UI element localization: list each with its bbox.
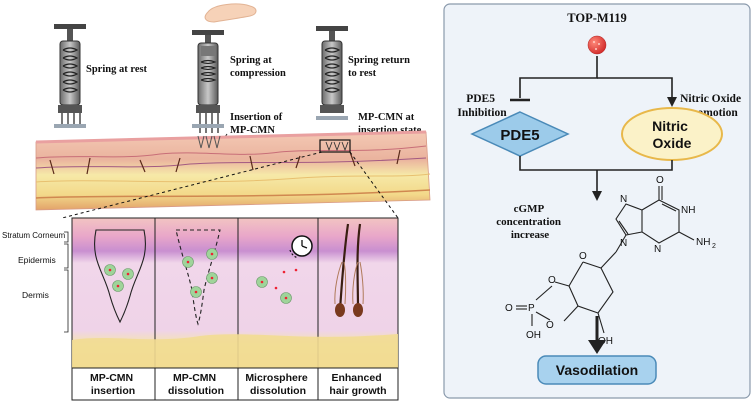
nitric-oxide-node [621, 107, 723, 161]
cgmp-structure-labels: O NH N NH 2 N N O O O P O OH OH [505, 175, 716, 347]
vasodilation-label: Vasodilation [556, 362, 638, 378]
stage-microsphere-dissolution [256, 235, 313, 304]
zoom-line-right [349, 151, 399, 219]
stage-mpcmn-insertion [94, 229, 146, 324]
svg-text:2: 2 [712, 243, 716, 250]
caption-mpcmn-insertion: MP-CMN insertion [90, 372, 136, 397]
svg-text:O: O [548, 275, 556, 286]
stage-captions: MP-CMN insertion MP-CMN dissolution Micr… [71, 367, 399, 401]
spring-coil [62, 47, 79, 93]
insertion-highlight-box [319, 139, 351, 153]
spring-coil-compressed [200, 59, 217, 83]
left-panel: Spring at rest Spring at compression [2, 3, 431, 401]
nitric-oxide-node-label: Nitric Oxide [652, 118, 692, 151]
caption-enhanced-hair-growth: Enhanced hair growth [329, 372, 386, 397]
cgmp-structure [554, 186, 695, 334]
syringe-3-label: Spring return to rest [348, 55, 413, 79]
merge-connector [519, 156, 673, 171]
dermis-label: Dermis [22, 290, 49, 300]
finger-icon [204, 3, 257, 23]
hair-strand [338, 223, 350, 311]
svg-text:NH: NH [696, 237, 710, 248]
svg-text:N: N [654, 244, 661, 255]
syringe-2-label: Spring at compression [230, 55, 286, 79]
zoom-line-left [61, 151, 323, 219]
outcome-arrow-head [588, 340, 606, 354]
svg-text:N: N [620, 238, 627, 249]
inhibition-connector [519, 56, 598, 98]
syringe-1-label: Spring at rest [86, 64, 148, 75]
stratum-corneum-label: Stratum Corneum [2, 231, 65, 240]
right-panel: TOP-M119 PDE5 Inhibition Nitric Oxide pr… [443, 3, 751, 399]
syringe-at-compression [192, 30, 224, 133]
stage-mpcmn-dissolution [175, 229, 221, 326]
svg-text:O: O [546, 320, 554, 331]
stage-enhanced-hair-growth [334, 223, 364, 317]
svg-text:OH: OH [598, 336, 613, 347]
plunger-cap [54, 24, 86, 29]
hair-strand [356, 223, 362, 311]
svg-text:O: O [579, 251, 587, 262]
svg-text:NH: NH [681, 205, 695, 216]
epidermis-label: Epidermis [18, 255, 56, 265]
cgmp-label: cGMP concentration increase [496, 203, 564, 241]
svg-text:OH: OH [526, 330, 541, 341]
promotion-arrow [597, 77, 677, 107]
insertion-of-mpcmn-label: Insertion of MP-CMN [230, 112, 285, 136]
svg-text:O: O [505, 303, 513, 314]
pde5-inhibition-label: PDE5 Inhibition [457, 93, 507, 119]
caption-microsphere-dissolution: Microsphere dissolution [245, 372, 310, 397]
syringe-return-to-rest [316, 26, 348, 120]
skin-cross-section [35, 130, 431, 211]
pde5-node-label: PDE5 [500, 127, 539, 144]
caption-mpcmn-dissolution: MP-CMN dissolution [168, 372, 224, 397]
compound-molecule-icon [587, 35, 607, 55]
vasodilation-node [537, 355, 657, 385]
svg-text:N: N [620, 194, 627, 205]
stage-panels [71, 217, 399, 369]
svg-text:O: O [656, 175, 664, 186]
svg-text:P: P [528, 303, 535, 314]
insertion-state-label: MP-CMN at insertion state [358, 112, 422, 136]
syringe-at-rest [54, 24, 86, 128]
compound-label: TOP-M119 [567, 11, 627, 25]
